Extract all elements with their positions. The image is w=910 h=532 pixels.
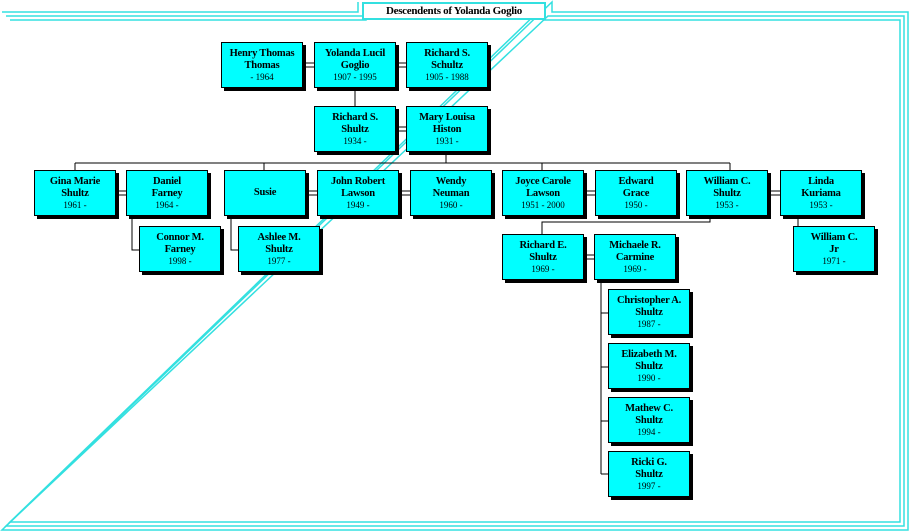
person-dates: 1971 - bbox=[822, 255, 846, 266]
person-name: Richard E. bbox=[519, 239, 567, 251]
person-dates: 1960 - bbox=[439, 199, 463, 210]
person-name: Connor M. bbox=[156, 231, 204, 243]
person-name: Jr bbox=[829, 243, 839, 255]
person-name: Susie bbox=[253, 187, 277, 198]
person-dates: 1950 - bbox=[624, 199, 648, 210]
person-name: Shultz bbox=[635, 414, 663, 426]
person-name: Schultz bbox=[431, 59, 463, 71]
person-name: Thomas bbox=[244, 59, 280, 71]
person-name: Elizabeth M. bbox=[621, 348, 677, 360]
person-name: Ricki G. bbox=[631, 456, 667, 468]
person-name: Richard S. bbox=[332, 111, 378, 123]
person-name: Carmine bbox=[615, 251, 655, 263]
person-name: Shultz bbox=[635, 306, 663, 318]
person-box-susie[interactable]: Susie bbox=[224, 170, 306, 216]
person-name: William C. bbox=[703, 175, 751, 187]
person-dates: 1997 - bbox=[637, 480, 661, 491]
person-dates: 1907 - 1995 bbox=[333, 71, 377, 82]
person-dates: 1994 - bbox=[637, 426, 661, 437]
person-name: Gina Marie bbox=[49, 175, 101, 187]
person-dates: 1964 - bbox=[155, 199, 179, 210]
person-name: Neuman bbox=[432, 187, 470, 199]
person-name: Histon bbox=[432, 123, 462, 135]
person-name: Shultz bbox=[61, 187, 89, 199]
person-name: John Robert bbox=[330, 175, 386, 187]
person-dates: 1953 - bbox=[809, 199, 833, 210]
person-name: Richard S. bbox=[424, 47, 470, 59]
person-dates: 1949 - bbox=[346, 199, 370, 210]
person-name: Mary Louisa bbox=[419, 111, 475, 123]
person-dates: - 1964 bbox=[250, 71, 274, 82]
person-dates: 1969 - bbox=[531, 263, 555, 274]
person-name: Farney bbox=[151, 187, 183, 199]
person-name: Wendy bbox=[435, 175, 467, 187]
person-name: Lawson bbox=[341, 187, 375, 199]
person-name: Shultz bbox=[713, 187, 741, 199]
person-name: Edward bbox=[618, 175, 654, 187]
person-name: Shultz bbox=[635, 360, 663, 372]
person-dates: 1953 - bbox=[715, 199, 739, 210]
person-name: Kuriama bbox=[801, 187, 841, 199]
person-dates: 1977 - bbox=[267, 255, 291, 266]
person-dates: 1951 - 2000 bbox=[521, 199, 565, 210]
person-name: Shultz bbox=[265, 243, 293, 255]
person-dates: 1961 - bbox=[63, 199, 87, 210]
person-name: Grace bbox=[622, 187, 650, 199]
person-name: Ashlee M. bbox=[257, 231, 301, 243]
person-name: Joyce Carole bbox=[515, 175, 571, 187]
person-name: Michaele R. bbox=[609, 239, 661, 251]
person-dates: 1905 - 1988 bbox=[425, 71, 469, 82]
person-name: Yolanda Lucil bbox=[324, 47, 386, 59]
person-dates: 1931 - bbox=[435, 135, 459, 146]
person-name: Daniel bbox=[153, 175, 181, 187]
person-name: William C. bbox=[810, 231, 858, 243]
person-name: Henry Thomas bbox=[229, 47, 295, 59]
person-dates: 1969 - bbox=[623, 263, 647, 274]
chart-title: Descendents of Yolanda Goglio bbox=[362, 2, 546, 20]
person-name: Farney bbox=[164, 243, 196, 255]
person-name: Goglio bbox=[340, 59, 370, 71]
person-name: Shultz bbox=[529, 251, 557, 263]
person-name: Lawson bbox=[526, 187, 560, 199]
person-name: Christopher A. bbox=[616, 294, 682, 306]
person-name: Mathew C. bbox=[625, 402, 673, 414]
person-name: Shultz bbox=[635, 468, 663, 480]
person-dates: 1998 - bbox=[168, 255, 192, 266]
person-name: Linda bbox=[808, 175, 834, 187]
person-name: Shultz bbox=[341, 123, 369, 135]
person-dates: 1987 - bbox=[637, 318, 661, 329]
person-dates: 1990 - bbox=[637, 372, 661, 383]
person-dates: 1934 - bbox=[343, 135, 367, 146]
